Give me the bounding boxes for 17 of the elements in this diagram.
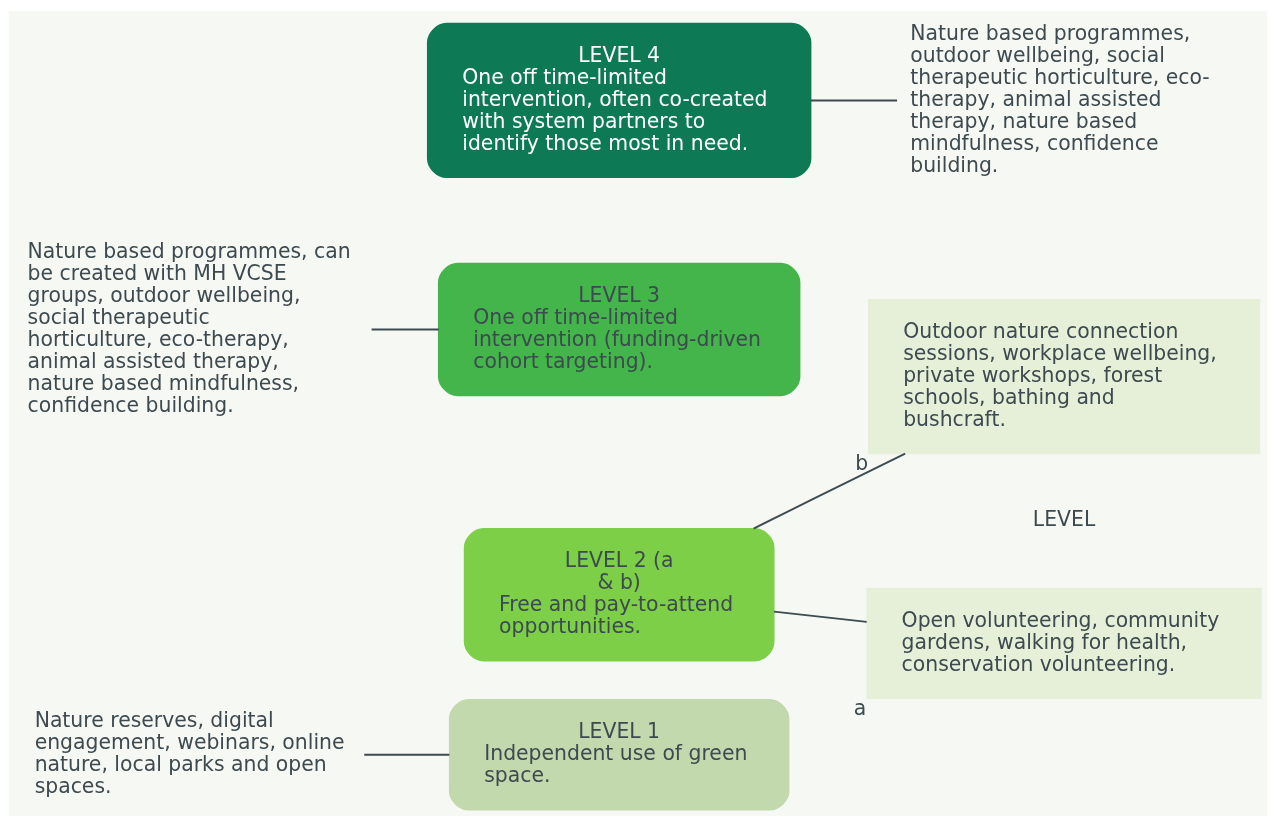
node-text: Nature reserves, digital engagement, webinars, online nature, local parks and open spaces. [34,708,345,799]
node-text: Nature based programmes, outdoor wellbeing, social therapeutic horticulture, eco-therapy, animal assisted therapy, nature based mindfulness, confidence building. [910,20,1210,177]
node-label: a [853,695,867,720]
connector [363,753,451,756]
connector [773,610,868,623]
node-box: LEVEL 1 Independent use of green space. [448,699,790,811]
connector [370,328,440,331]
label: LEVEL [1032,507,1096,532]
node-box: LEVEL 3 One off time-limited intervention (funding-driven cohort targeting). [437,262,801,397]
node-text: Nature based programmes, can be created with MH VCSE groups, outdoor wellbeing, social therapeutic horticulture, eco-therapy, animal assisted therapy, nature based mindfulness, confidence building. [27,238,351,417]
node-label: b [855,450,869,475]
node-box: Outdoor nature connection sessions, workplace wellbeing, private workshops, forest schools, bathing and bushcraft. [867,298,1261,455]
connector [809,99,898,102]
node-box: LEVEL 4 One off time-limited intervention, often co-created with system partners to identify those most in need. [426,22,812,179]
node-box: LEVEL 2 (a & b) Free and pay-to-attend opportunities. [463,528,775,662]
node-box: Open volunteering, community gardens, walking for health, conservation volunteering. [866,587,1262,700]
connector [752,452,907,530]
